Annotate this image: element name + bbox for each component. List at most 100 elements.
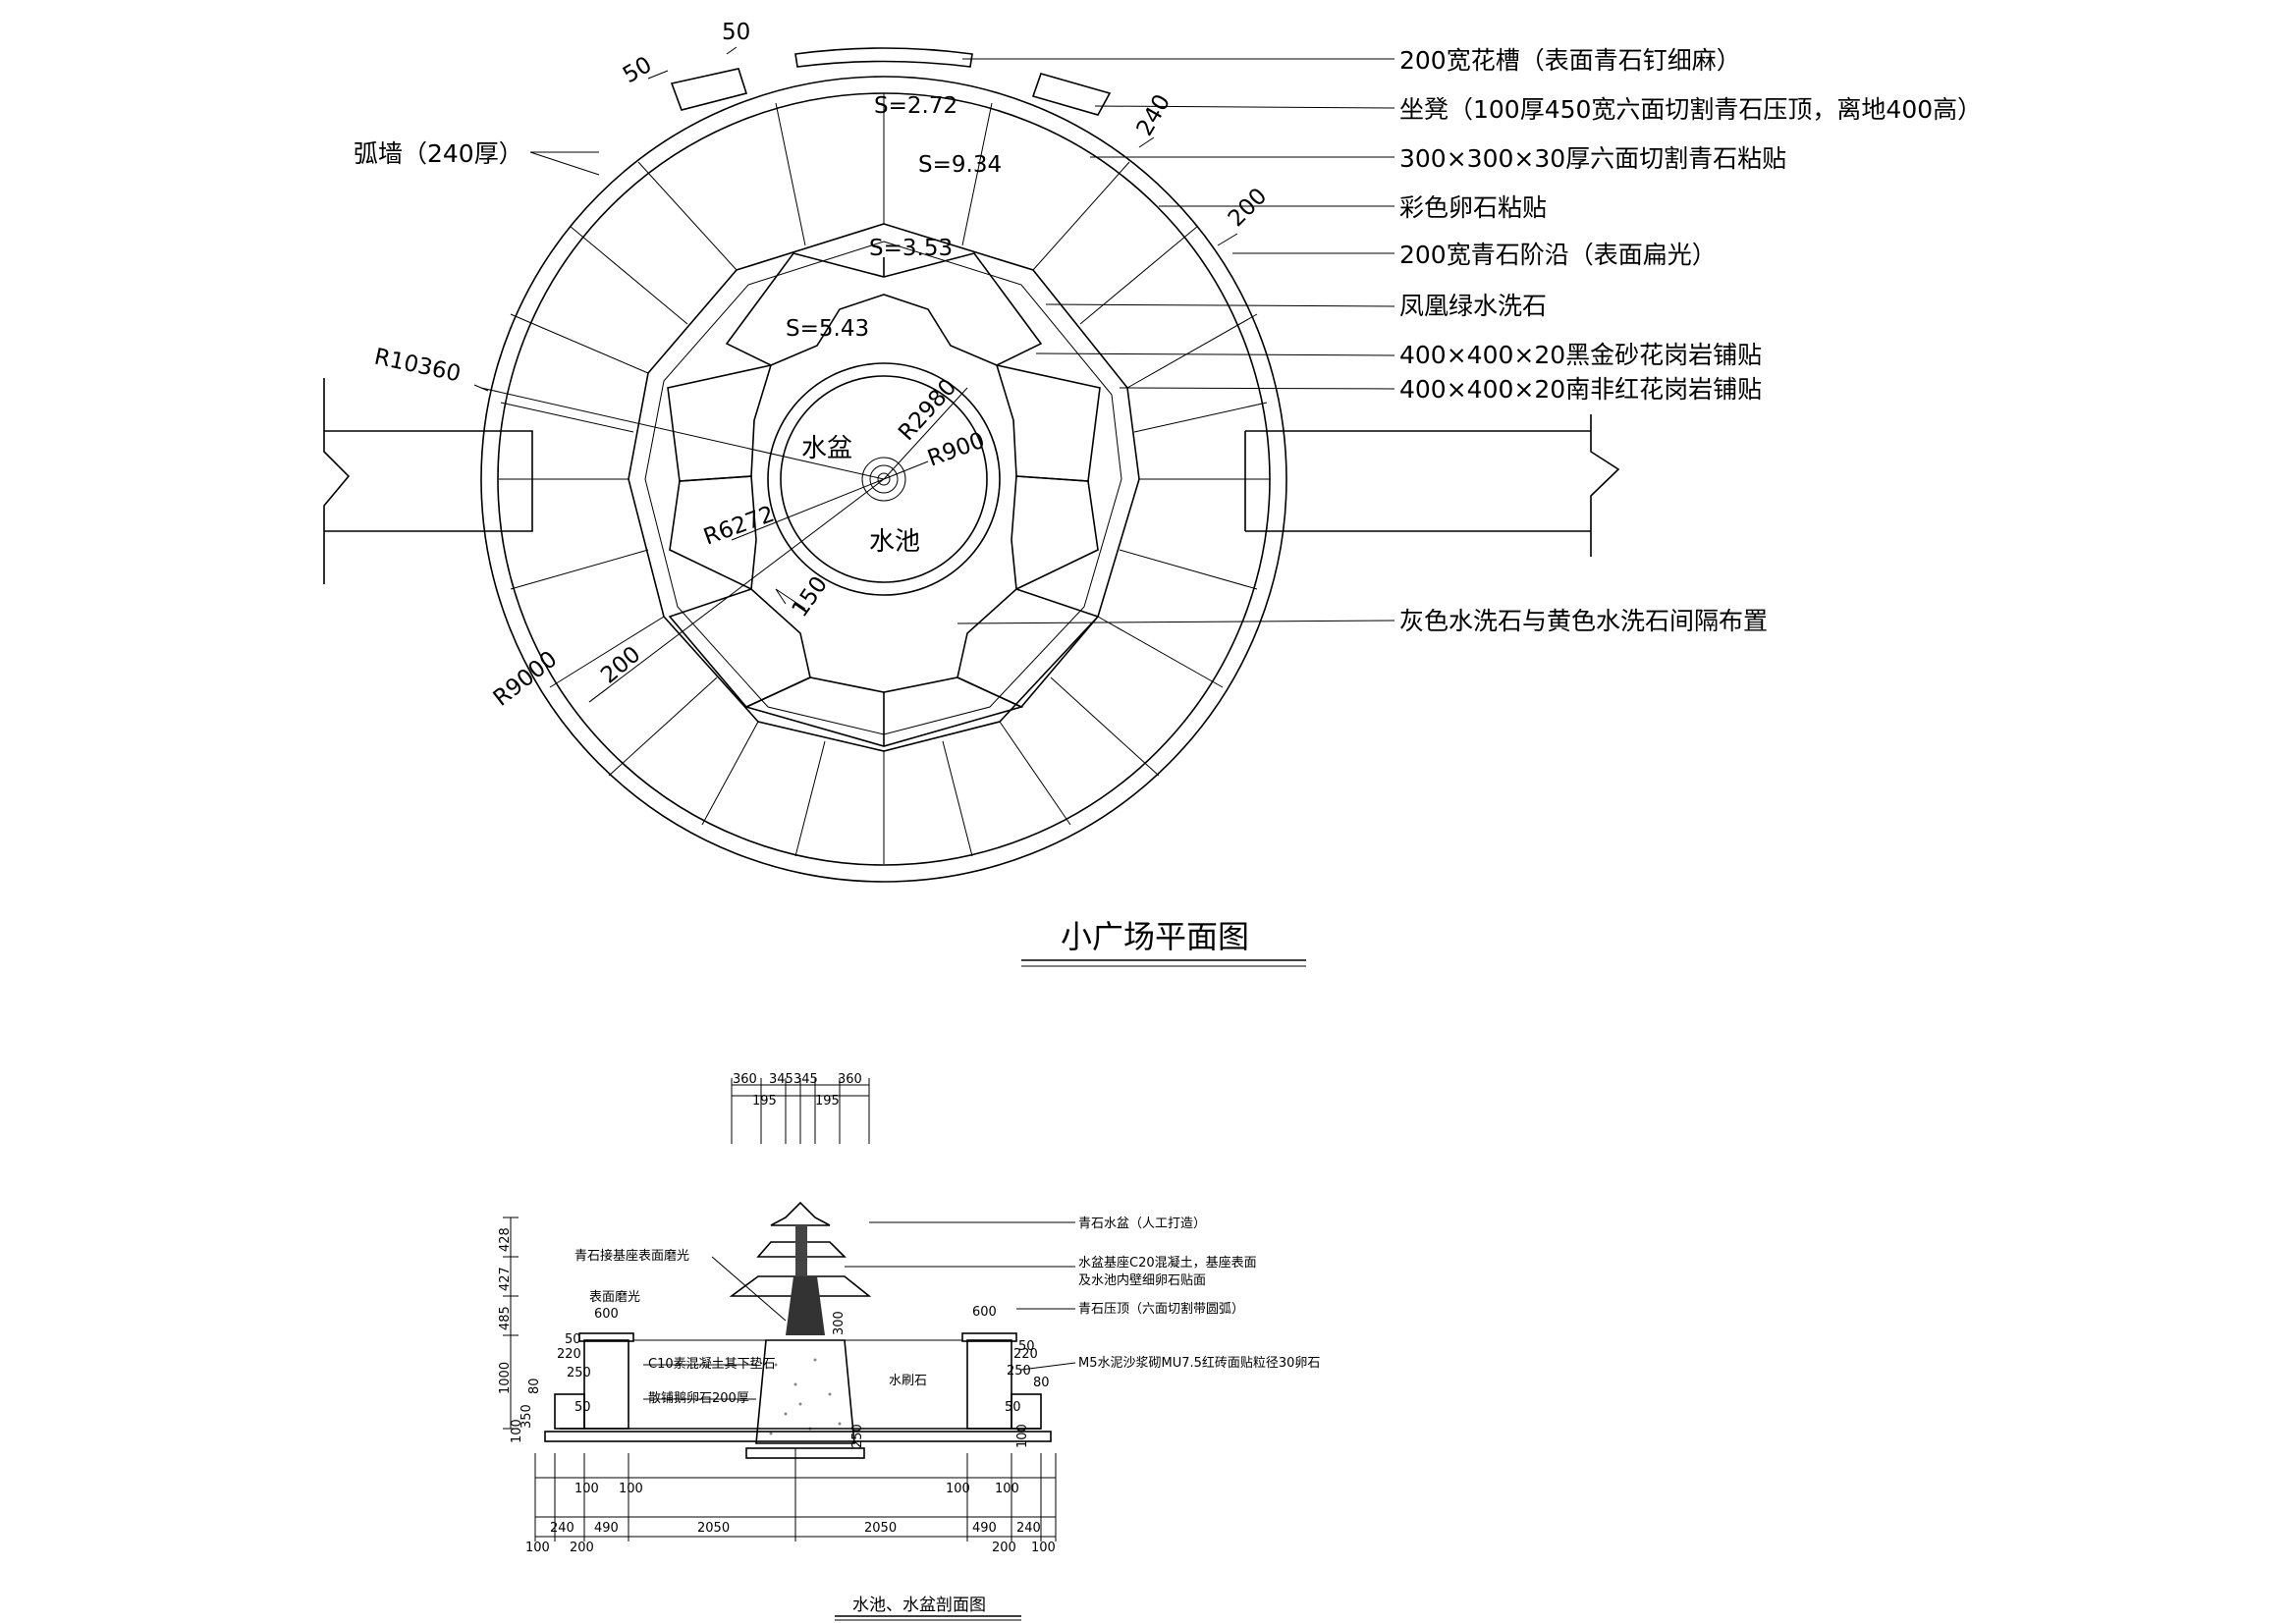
label-terrazzo: 水刷石	[889, 1374, 927, 1388]
pedestal-stipple	[769, 1358, 842, 1435]
note-basin-base-1: 水盆基座C20混凝土，基座表面	[1078, 1255, 1257, 1271]
top-dim-360-left: 360	[733, 1072, 757, 1087]
walkway-left	[323, 378, 533, 584]
note-stone-basin: 青石水盆（人工打造）	[1078, 1217, 1206, 1231]
dim-50-d: 50	[1005, 1400, 1021, 1415]
dim-50-c: 50	[1018, 1339, 1035, 1354]
dim-50-top: 50	[722, 20, 750, 45]
section-top-dims	[731, 1078, 870, 1144]
top-subdim-195-left: 195	[752, 1094, 777, 1109]
dim-50-b: 50	[574, 1400, 591, 1415]
note-stone-coping: 青石压顶（六面切割带圆弧）	[1078, 1301, 1244, 1317]
note-step-edge: 200宽青石阶沿（表面扁光）	[1399, 241, 1717, 269]
note-pebble: 彩色卵石粘贴	[1399, 193, 1547, 222]
outer-arc-wall	[480, 76, 1287, 883]
coping-right	[961, 1332, 1017, 1342]
area-label-3: S=3.53	[869, 236, 953, 261]
radius-lines	[480, 387, 968, 703]
dim-220-left: 220	[557, 1347, 581, 1362]
bottom-dim-100-right: 100	[1031, 1541, 1056, 1555]
note-c10-concrete: C10素混凝土其下垫石	[648, 1356, 776, 1372]
dim-250-right: 250	[1007, 1364, 1031, 1379]
star-paving	[667, 252, 1101, 747]
note-brick-wall: M5水泥沙浆砌MU7.5红砖面贴粒径30卵石	[1078, 1355, 1320, 1371]
top-dim-360-right: 360	[838, 1072, 862, 1087]
top-subdim-195-right: 195	[815, 1094, 840, 1109]
pool-wall-left	[583, 1339, 629, 1430]
note-bench: 坐凳（100厚450宽六面切割青石压顶，离地400高）	[1399, 95, 1982, 124]
flower-planters	[670, 47, 1112, 116]
bottom-dim-490-left: 490	[594, 1521, 619, 1536]
section-title: 水池、水盆剖面图	[852, 1596, 986, 1615]
dim-600-left: 600	[594, 1307, 619, 1322]
pool-body	[544, 1332, 1052, 1459]
dim-50-left: 50	[619, 52, 656, 88]
bottom-dim-2050-left: 2050	[697, 1521, 730, 1536]
pool-section: 360 345 345 360 195 195 428 427 485 1000	[498, 1072, 1320, 1621]
note-black-granite: 400×400×20黑金砂花岗岩铺贴	[1399, 341, 1762, 369]
radius-r6272: R6272	[700, 502, 778, 551]
note-flower-planter: 200宽花槽（表面青石钉细麻）	[1399, 46, 1741, 75]
dim-50-a: 50	[565, 1332, 581, 1347]
radius-r10360: R10360	[372, 344, 464, 387]
fountain-tiers	[729, 1201, 872, 1335]
paving-polygon-ring-inner	[644, 241, 1122, 735]
bottom-dim-200-left: 200	[570, 1541, 594, 1555]
bottom-dim-2050-right: 2050	[864, 1521, 897, 1536]
radius-r9000: R9000	[489, 646, 563, 711]
left-dim-485: 485	[498, 1306, 513, 1330]
pool-label: 水池	[869, 527, 920, 557]
tier-stem-lower	[786, 1276, 825, 1335]
pool-inner-ring	[780, 375, 988, 583]
bottom-dim-100-b: 100	[619, 1482, 643, 1496]
note-gray-yellow-terrazzo: 灰色水洗石与黄色水洗石间隔布置	[1399, 607, 1768, 635]
pool-wall-right	[966, 1339, 1012, 1430]
dim-80-left: 80	[527, 1378, 542, 1394]
dim-ticks	[473, 46, 1238, 703]
leader-lines	[529, 58, 1395, 624]
dim-100-v: 100	[510, 1419, 524, 1443]
note-arc-wall: 弧墙（240厚）	[354, 139, 523, 168]
bottom-dim-200-right: 200	[992, 1541, 1016, 1555]
dim-100-right-v: 100	[1015, 1424, 1030, 1448]
left-dim-428: 428	[498, 1227, 513, 1252]
pool-outer-ring	[767, 362, 1001, 596]
area-label-1: S=2.72	[874, 93, 957, 119]
note-pebble-bed: 散铺鹅卵石200厚	[648, 1390, 749, 1406]
dim-80-right: 80	[1033, 1376, 1050, 1390]
note-stone-base-polished: 青石接基座表面磨光	[574, 1248, 689, 1264]
basin-label: 水盆	[801, 434, 852, 463]
area-label-2: S=9.34	[918, 152, 1002, 178]
note-red-granite: 400×400×20南非红花岗岩铺贴	[1399, 375, 1762, 404]
dim-240: 240	[1132, 90, 1175, 140]
radius-r900: R900	[924, 428, 988, 472]
dim-350: 350	[519, 1404, 534, 1429]
paving-polygon-ring	[628, 223, 1140, 752]
note-surface-polished: 表面磨光	[589, 1290, 640, 1305]
basin-center	[877, 472, 891, 486]
basin-ring	[861, 457, 906, 502]
coping-left	[578, 1332, 634, 1342]
section-left-dims	[503, 1217, 519, 1430]
bottom-dim-100-a: 100	[574, 1482, 599, 1496]
bottom-dim-240-right: 240	[1016, 1521, 1041, 1536]
bottom-dim-100-d: 100	[995, 1482, 1019, 1496]
section-leaders	[643, 1221, 1076, 1400]
dim-200-right: 200	[1224, 184, 1272, 232]
bottom-dim-100-c: 100	[946, 1482, 970, 1496]
bottom-dim-240-left: 240	[550, 1521, 574, 1536]
note-green-terrazzo: 凤凰绿水洗石	[1399, 292, 1547, 320]
left-dim-1000: 1000	[498, 1362, 513, 1394]
radial-joints	[499, 93, 1270, 864]
walkway-right	[1244, 414, 1620, 557]
dim-250-base: 250	[850, 1424, 865, 1448]
bottom-dim-100-left: 100	[525, 1541, 550, 1555]
section-bottom-dims	[534, 1448, 1057, 1542]
area-label-4: S=5.43	[786, 316, 869, 342]
dim-200-left: 200	[596, 641, 645, 688]
dim-250-left: 250	[567, 1366, 591, 1380]
note-bluestone-tile: 300×300×30厚六面切割青石粘贴	[1399, 144, 1786, 173]
top-dim-345-left: 345	[769, 1072, 793, 1087]
plaza-plan: 200宽花槽（表面青石钉细麻） 坐凳（100厚450宽六面切割青石压顶，离地40…	[323, 20, 1982, 967]
